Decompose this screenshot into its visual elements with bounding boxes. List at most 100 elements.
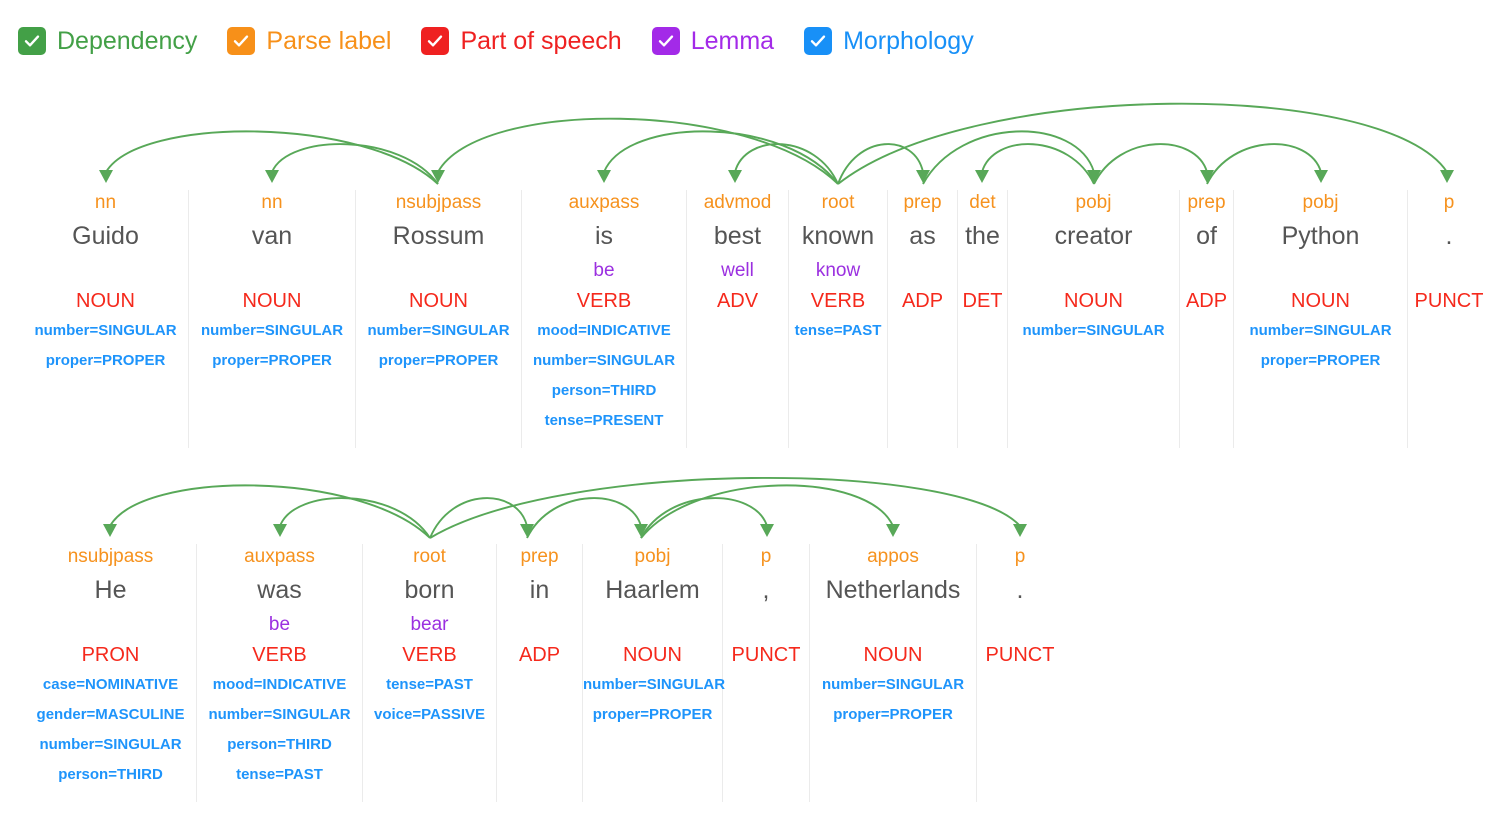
check-icon[interactable]	[227, 27, 256, 55]
arc-nsubjpass	[103, 484, 431, 539]
token-word: ,	[762, 576, 770, 604]
token-parse-label: pobj	[1075, 192, 1112, 213]
arc-p	[640, 497, 774, 539]
token-parse-label: appos	[867, 546, 919, 567]
token-column[interactable]: prep of ADP	[1180, 190, 1234, 448]
token-word: creator	[1054, 222, 1133, 250]
token-morphology-feature: number=SINGULAR	[532, 352, 676, 369]
check-icon[interactable]	[804, 27, 833, 55]
token-parse-label: auxpass	[568, 192, 640, 213]
token-word: best	[713, 222, 762, 250]
token-part-of-speech: ADP	[1185, 290, 1228, 312]
token-word: the	[965, 222, 1000, 250]
legend-label-morphology: Morphology	[843, 27, 974, 55]
legend-toggle-parse-label[interactable]: Parse label	[227, 27, 391, 55]
token-part-of-speech: NOUN	[863, 644, 923, 666]
token-morphology-feature: number=SINGULAR	[583, 676, 726, 693]
token-parse-label: pobj	[1302, 192, 1339, 213]
token-part-of-speech: VERB	[576, 290, 632, 312]
token-morphology-feature: proper=PROPER	[212, 352, 332, 369]
legend-label-parse-label: Parse label	[266, 27, 392, 55]
token-morphology-feature: number=SINGULAR	[367, 322, 510, 339]
legend-toggle-morphology[interactable]: Morphology	[804, 27, 974, 55]
token-lemma: well	[721, 260, 754, 281]
token-morphology-feature: number=SINGULAR	[821, 676, 965, 693]
token-parse-label: nn	[94, 192, 117, 213]
token-part-of-speech: VERB	[810, 290, 866, 312]
token-morphology-feature: number=SINGULAR	[34, 322, 177, 339]
token-lemma	[583, 610, 722, 640]
token-word: Guido	[72, 222, 139, 250]
token-part-of-speech: PUNCT	[731, 644, 801, 666]
token-column[interactable]: p, PUNCT	[723, 544, 810, 802]
token-lemma	[25, 610, 196, 640]
token-lemma	[977, 610, 1063, 640]
token-parse-label: nsubjpass	[395, 192, 482, 213]
token-morphology-feature: tense=PAST	[386, 676, 473, 693]
token-lemma: be	[268, 614, 291, 635]
token-morphology-feature: tense=PAST	[794, 322, 882, 339]
token-word: of	[1196, 222, 1217, 250]
token-word: born	[404, 576, 455, 604]
token-parse-label: auxpass	[244, 546, 315, 567]
arc-prep	[429, 497, 534, 539]
token-part-of-speech: PRON	[81, 644, 140, 666]
legend-label-dependency: Dependency	[57, 27, 198, 55]
arc-appos	[640, 484, 900, 539]
check-icon[interactable]	[421, 27, 450, 55]
token-parse-label: root	[413, 546, 446, 567]
token-morphology-feature: number=SINGULAR	[208, 706, 351, 723]
legend-toggle-dependency[interactable]: Dependency	[18, 27, 197, 55]
legend-label-lemma: Lemma	[690, 27, 775, 55]
token-parse-label: p	[1443, 192, 1455, 213]
token-morphology-feature: proper=PROPER	[45, 352, 166, 369]
token-part-of-speech: ADP	[901, 290, 944, 312]
token-part-of-speech: NOUN	[409, 290, 468, 312]
token-column[interactable]: p. PUNCT	[1408, 190, 1490, 448]
legend-toggle-lemma[interactable]: Lemma	[651, 27, 775, 55]
token-word: is	[594, 222, 614, 250]
token-parse-label: advmod	[703, 192, 772, 213]
token-morphology-feature: number=SINGULAR	[1022, 322, 1165, 339]
token-morphology-feature: tense=PAST	[236, 766, 323, 783]
token-part-of-speech: VERB	[252, 644, 307, 666]
token-part-of-speech: PUNCT	[985, 644, 1055, 666]
token-morphology-feature: proper=PROPER	[1260, 352, 1381, 369]
legend-toggle-part-of-speech[interactable]: Part of speech	[421, 27, 622, 55]
arc-pobj	[526, 497, 648, 539]
token-morphology-feature: number=SINGULAR	[39, 736, 182, 753]
check-icon[interactable]	[18, 27, 46, 55]
token-morphology-feature: person=THIRD	[58, 766, 163, 783]
token-parse-label: prep	[1187, 192, 1226, 213]
token-word: .	[1016, 576, 1024, 604]
token-part-of-speech: ADP	[518, 644, 561, 666]
token-parse-label: p	[1014, 546, 1026, 567]
token-part-of-speech: NOUN	[623, 644, 682, 666]
token-word: Haarlem	[605, 576, 700, 604]
legend-toggles: Dependency Parse label Part of speech Lemma…	[18, 18, 1004, 64]
token-part-of-speech: NOUN	[1291, 290, 1350, 312]
token-part-of-speech: ADV	[716, 290, 759, 312]
token-parse-label: root	[821, 192, 855, 213]
check-icon[interactable]	[651, 27, 680, 55]
token-parse-label: prep	[520, 546, 559, 567]
legend-label-part-of-speech: Part of speech	[460, 27, 622, 55]
token-column[interactable]: p. PUNCT	[977, 544, 1063, 802]
